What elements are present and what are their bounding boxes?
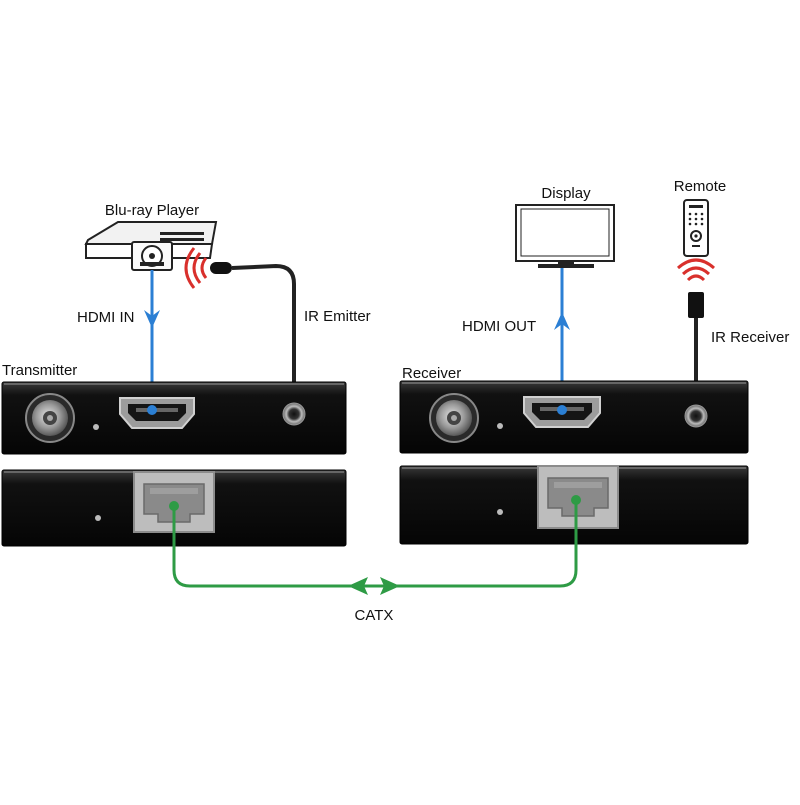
led-indicator bbox=[93, 424, 99, 430]
ir-emitter-waves-icon bbox=[184, 247, 208, 289]
hdmi-out-endpoint bbox=[557, 405, 567, 415]
ir-receiver-waves-icon bbox=[677, 258, 715, 282]
bluray-player-icon bbox=[84, 221, 218, 271]
receiver-label: Receiver bbox=[402, 365, 461, 382]
hdmi-in-endpoint bbox=[147, 405, 157, 415]
catx-endpoint-transmitter bbox=[169, 501, 179, 511]
display-label: Display bbox=[541, 185, 591, 202]
ir-emitter-cable bbox=[231, 263, 296, 405]
led-indicator bbox=[497, 423, 503, 429]
ir-receiver-head bbox=[688, 292, 704, 318]
hdmi-out-label: HDMI OUT bbox=[462, 318, 536, 335]
transmitter-label: Transmitter bbox=[2, 362, 77, 379]
ir-jack-icon bbox=[684, 404, 708, 428]
ir-emitter-head bbox=[210, 262, 232, 274]
transmitter-front-panel bbox=[1, 381, 347, 455]
catx-cable bbox=[172, 500, 578, 588]
ir-receiver-label: IR Receiver bbox=[711, 329, 789, 346]
bluray-label: Blu-ray Player bbox=[105, 202, 199, 219]
power-connector-icon bbox=[25, 393, 75, 443]
hdmi-out-arrow-icon bbox=[554, 312, 570, 330]
hdmi-in-arrow-icon bbox=[144, 310, 160, 328]
ir-jack-icon bbox=[282, 402, 306, 426]
bidirectional-arrow-icon bbox=[348, 577, 400, 595]
catx-endpoint-receiver bbox=[571, 495, 581, 505]
hdmi-port-icon bbox=[119, 397, 195, 429]
remote-label: Remote bbox=[674, 178, 727, 195]
receiver-rear-panel bbox=[399, 465, 749, 545]
power-connector-icon bbox=[429, 393, 479, 443]
receiver-front-panel bbox=[399, 380, 749, 454]
hdmi-in-label: HDMI IN bbox=[77, 309, 135, 326]
display-icon bbox=[515, 204, 615, 268]
remote-icon bbox=[683, 199, 709, 257]
ir-emitter-label: IR Emitter bbox=[304, 308, 371, 325]
catx-label: CATX bbox=[355, 607, 394, 624]
